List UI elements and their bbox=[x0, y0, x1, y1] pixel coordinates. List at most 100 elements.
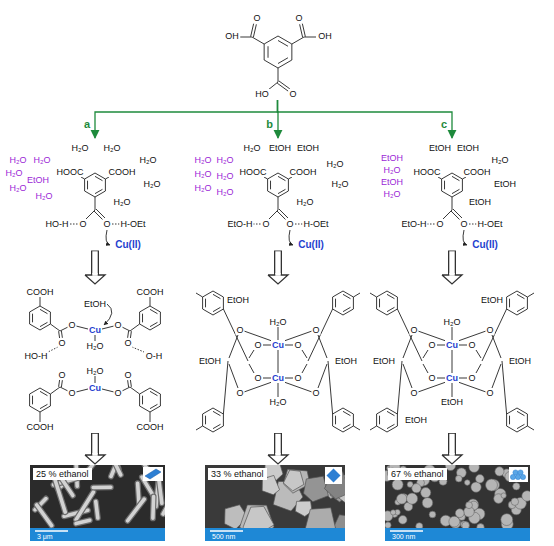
bond bbox=[61, 331, 62, 338]
arrow-shaft bbox=[448, 251, 456, 277]
bond bbox=[87, 181, 88, 190]
arrow-shaft bbox=[449, 453, 454, 456]
bond bbox=[40, 322, 47, 326]
sem-panel: 25 % ethanol3 μm bbox=[30, 465, 165, 542]
bond bbox=[40, 297, 41, 306]
bond bbox=[213, 424, 220, 428]
atom-label: COOH bbox=[26, 422, 55, 432]
atom-label: H₂O bbox=[296, 197, 315, 207]
scale-band bbox=[30, 528, 530, 541]
bond bbox=[452, 350, 453, 373]
crystal bbox=[240, 505, 274, 528]
bond bbox=[527, 293, 534, 297]
benzene-ring bbox=[377, 291, 398, 315]
rod bbox=[76, 492, 93, 520]
bond bbox=[86, 210, 95, 219]
bond bbox=[452, 327, 453, 340]
bond bbox=[370, 426, 377, 430]
bond bbox=[105, 177, 109, 179]
particle bbox=[449, 516, 460, 527]
particle bbox=[501, 514, 513, 526]
crystal bbox=[283, 470, 303, 491]
atom-label: O bbox=[78, 219, 87, 229]
atom-label: H₂O bbox=[103, 143, 122, 153]
particle bbox=[522, 491, 530, 502]
atom-label: HOOC bbox=[56, 167, 85, 177]
crystal bbox=[306, 508, 337, 528]
arrow-shaft bbox=[275, 273, 280, 276]
atom-label: EtOH bbox=[508, 356, 532, 366]
atom-label: O bbox=[427, 373, 436, 383]
atom-label: O bbox=[467, 340, 476, 350]
benzene-ring bbox=[140, 388, 161, 412]
particle bbox=[416, 523, 423, 528]
hydrogen-bond bbox=[70, 224, 78, 225]
benzene-ring bbox=[333, 408, 354, 432]
atom-label: HO-H bbox=[24, 351, 49, 361]
atom-label: O bbox=[253, 340, 262, 350]
atom-label: H₂O bbox=[86, 341, 105, 351]
rod-icon bbox=[145, 469, 161, 479]
copper-complex: EtOHH₂OOOOCuOEtOHEtOHOCuOOOH₂O bbox=[188, 285, 368, 433]
bond bbox=[263, 378, 271, 379]
bond bbox=[150, 391, 157, 395]
benzene-ring bbox=[507, 408, 528, 432]
atom-label: O bbox=[261, 219, 270, 229]
bond bbox=[285, 345, 293, 346]
bond bbox=[403, 335, 412, 358]
atom-label: O bbox=[67, 320, 76, 330]
process-arrow bbox=[85, 433, 105, 464]
octahedron-icon bbox=[327, 469, 341, 483]
rod bbox=[138, 483, 139, 504]
process-arrow bbox=[268, 251, 288, 285]
hydrogen-bond bbox=[132, 347, 144, 352]
rod bbox=[96, 501, 98, 518]
bond bbox=[244, 382, 272, 392]
scale-band bbox=[205, 528, 345, 541]
bond bbox=[253, 24, 256, 37]
arrow-shaft bbox=[275, 453, 280, 456]
bond bbox=[476, 350, 481, 358]
benzene-ring bbox=[264, 36, 292, 68]
bond bbox=[40, 404, 47, 408]
atom-label: HO-H bbox=[45, 219, 70, 229]
rod bbox=[76, 492, 93, 520]
rod bbox=[112, 465, 120, 475]
arrow-shaft bbox=[91, 433, 99, 456]
solvent-label: H₂O bbox=[35, 191, 54, 201]
bond bbox=[264, 177, 268, 179]
bond bbox=[279, 81, 290, 89]
bond bbox=[443, 210, 452, 219]
benzene-ring bbox=[203, 408, 224, 432]
icon-ground bbox=[143, 467, 163, 481]
bond bbox=[229, 335, 238, 358]
bond bbox=[249, 364, 254, 373]
atom-label: O bbox=[293, 373, 302, 383]
metal-label: Cu bbox=[445, 340, 459, 350]
bond bbox=[387, 411, 394, 415]
bond bbox=[517, 424, 524, 428]
atom-label: O bbox=[123, 338, 132, 348]
atom-label: O bbox=[123, 370, 132, 380]
scale-label: 300 nm bbox=[391, 533, 416, 541]
benzene-ring bbox=[377, 408, 398, 432]
atom-label: H₂O bbox=[139, 155, 158, 165]
rod bbox=[138, 483, 139, 504]
atom-label: H-OEt bbox=[476, 219, 503, 229]
atom-label: COOH bbox=[136, 287, 165, 297]
particle bbox=[455, 475, 462, 482]
curved-arrow bbox=[463, 230, 467, 245]
bond bbox=[502, 361, 507, 414]
particle bbox=[469, 465, 479, 472]
atom-label: EtOH bbox=[493, 179, 517, 189]
crystal bbox=[243, 506, 274, 528]
bond bbox=[251, 24, 254, 37]
scale-label: 500 nm bbox=[211, 533, 236, 541]
bond bbox=[50, 324, 60, 331]
solvent-label: H₂O bbox=[194, 169, 213, 179]
particle bbox=[391, 510, 396, 515]
atom-label: OH bbox=[317, 31, 333, 41]
bond bbox=[102, 389, 114, 392]
atom-label: EtOH bbox=[440, 397, 464, 407]
bond bbox=[335, 299, 336, 308]
